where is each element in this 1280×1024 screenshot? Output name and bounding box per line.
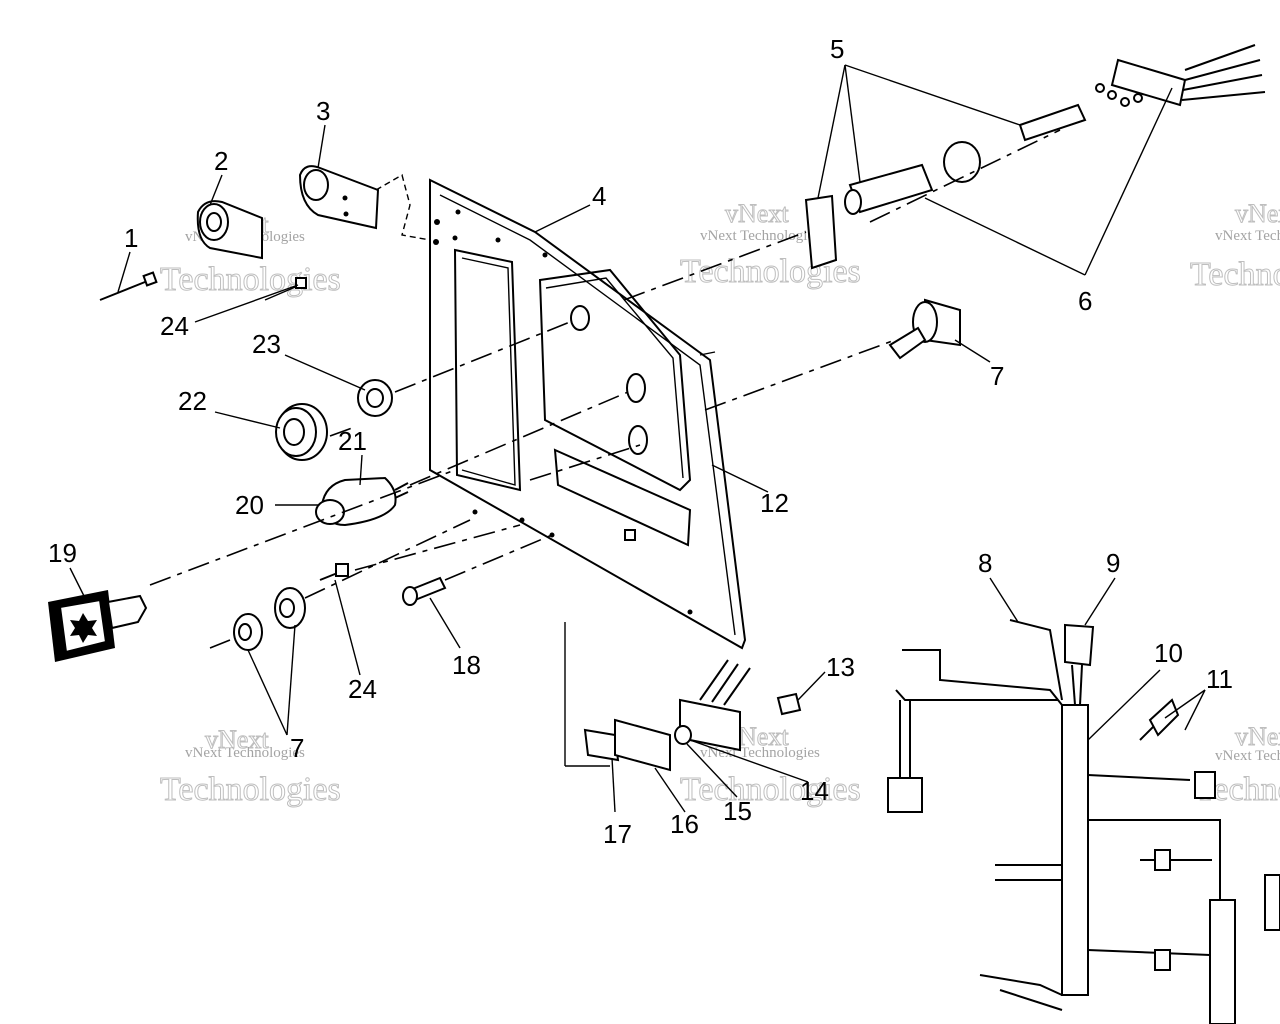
callout-3: 3 xyxy=(316,96,330,126)
top-switch-parts xyxy=(804,44,1266,270)
svg-text:Technologies: Technologies xyxy=(680,771,861,808)
callout-5: 5 xyxy=(830,34,844,64)
svg-text:vNext: vNext xyxy=(1235,722,1280,751)
callout-18: 18 xyxy=(452,650,481,680)
callout-8: 8 xyxy=(978,548,992,578)
watermark-right: vNext Technologies vNext Technologies xyxy=(1190,199,1280,294)
callout-23: 23 xyxy=(252,329,281,359)
dash-panel xyxy=(429,178,747,650)
callout-13: 13 xyxy=(826,652,855,682)
callout-17: 17 xyxy=(603,819,632,849)
callout-4: 4 xyxy=(592,181,606,211)
svg-text:vNext Technologies: vNext Technologies xyxy=(700,228,820,244)
callout-15: 15 xyxy=(723,796,752,826)
wiring-harness xyxy=(887,619,1280,1024)
callout-24-upper: 24 xyxy=(160,311,189,341)
callout-21: 21 xyxy=(338,426,367,456)
callout-22: 22 xyxy=(178,386,207,416)
callout-14: 14 xyxy=(800,776,829,806)
ignition-bracket-parts xyxy=(99,165,431,301)
svg-text:vNext Technologies: vNext Technologies xyxy=(1215,228,1280,244)
svg-text:vNext Technologies: vNext Technologies xyxy=(1215,748,1280,764)
toggle-switch xyxy=(888,298,961,360)
callout-12: 12 xyxy=(760,488,789,518)
svg-text:Technologies: Technologies xyxy=(160,261,341,298)
leader-lines xyxy=(69,64,1206,813)
svg-text:vNext: vNext xyxy=(1235,199,1280,228)
alignment-lines xyxy=(149,129,1061,767)
callout-16: 16 xyxy=(670,809,699,839)
callout-10: 10 xyxy=(1154,638,1183,668)
svg-text:vNext: vNext xyxy=(725,199,789,228)
callout-9: 9 xyxy=(1106,548,1120,578)
callout-6: 6 xyxy=(1078,286,1092,316)
callout-labels: 1 2 3 4 5 6 7 7 8 9 10 11 12 13 14 15 16… xyxy=(48,34,1233,849)
callout-20: 20 xyxy=(235,490,264,520)
terminal-block-parts xyxy=(583,659,802,772)
ignition-key xyxy=(48,590,148,662)
svg-text:Technologies: Technologies xyxy=(160,771,341,808)
svg-text:vNext Technologies: vNext Technologies xyxy=(700,745,820,761)
callout-7-lower: 7 xyxy=(290,733,304,763)
svg-text:vNext Technologies: vNext Technologies xyxy=(185,745,305,761)
callout-24-lower: 24 xyxy=(348,674,377,704)
svg-text:vNext: vNext xyxy=(205,725,269,754)
callout-19: 19 xyxy=(48,538,77,568)
callout-11: 11 xyxy=(1206,664,1233,694)
watermark-bottom-left: vNext Technologies vNext Technologies xyxy=(160,725,342,809)
lamp-socket-parts xyxy=(275,379,409,527)
lower-fasteners xyxy=(233,563,447,651)
callout-1: 1 xyxy=(124,223,138,253)
svg-text:Technologies: Technologies xyxy=(1190,256,1280,293)
callout-2: 2 xyxy=(214,146,228,176)
callout-7-right: 7 xyxy=(990,361,1004,391)
